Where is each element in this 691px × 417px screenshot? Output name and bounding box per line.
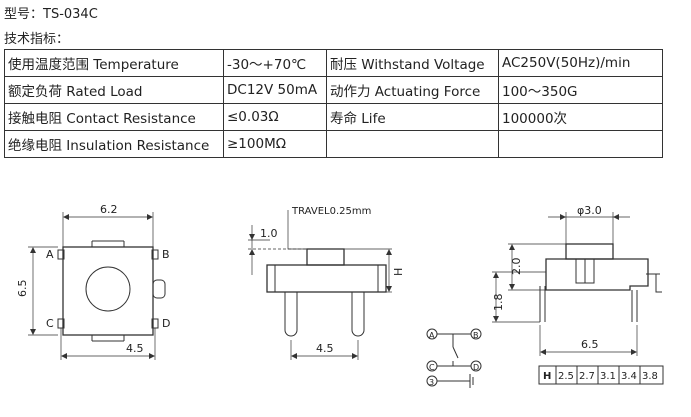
end-width-label: 6.5 bbox=[581, 338, 599, 351]
side-view: TRAVEL0.25mm 1.0 H 4.5 bbox=[248, 206, 405, 360]
spec-cell: -30～+70℃ bbox=[223, 49, 327, 77]
spec-cell: 额定负荷 Rated Load bbox=[4, 76, 224, 104]
spec-cell: 动作力 Actuating Force bbox=[326, 76, 499, 104]
spec-cell: 绝缘电阻 Insulation Resistance bbox=[4, 130, 224, 158]
spec-row: 额定负荷 Rated Load DC12V 50mA 动作力 Actuating… bbox=[4, 76, 663, 104]
spec-cell: 寿命 Life bbox=[326, 103, 499, 131]
spec-cell: 接触电阻 Contact Resistance bbox=[4, 103, 224, 131]
h-option: 2.7 bbox=[579, 371, 595, 382]
spec-cell: AC250V(50Hz)/min bbox=[498, 49, 663, 77]
side-pitch-label: 4.5 bbox=[316, 342, 334, 355]
spec-cell: DC12V 50mA bbox=[223, 76, 327, 104]
spec-cell: 100～350G bbox=[498, 76, 663, 104]
spec-cell: ≥100MΩ bbox=[223, 130, 327, 158]
dim-2-label: 2.0 bbox=[510, 258, 523, 276]
schematic: A B C D 3 bbox=[426, 328, 482, 388]
h-option: 3.4 bbox=[621, 371, 637, 382]
node-c: C bbox=[429, 363, 435, 372]
spec-row: 绝缘电阻 Insulation Resistance ≥100MΩ bbox=[4, 130, 663, 158]
top-height-label: 6.5 bbox=[16, 280, 29, 298]
h-option: 2.5 bbox=[558, 371, 574, 382]
pin-label-d: D bbox=[162, 317, 170, 330]
top-view: 6.2 6.5 4.5 A B C D bbox=[16, 203, 170, 360]
offset-label: 1.0 bbox=[260, 227, 278, 240]
top-pitch-label: 4.5 bbox=[126, 342, 144, 355]
spec-cell: 100000次 bbox=[498, 103, 663, 131]
spec-cell: 使用温度范围 Temperature bbox=[4, 49, 224, 77]
node-b: B bbox=[473, 331, 479, 340]
h-header: H bbox=[543, 371, 551, 382]
spec-heading: 技术指标： bbox=[4, 32, 70, 47]
spec-row: 接触电阻 Contact Resistance ≤0.03Ω 寿命 Life 1… bbox=[4, 103, 663, 131]
height-label: H bbox=[392, 268, 405, 276]
spec-cell: ≤0.03Ω bbox=[223, 103, 327, 131]
spec-table: 使用温度范围 Temperature -30～+70℃ 耐压 Withstand… bbox=[4, 49, 663, 158]
node-d: D bbox=[473, 363, 479, 372]
dim-1-8-label: 1.8 bbox=[492, 294, 505, 312]
pin-label-a: A bbox=[46, 248, 54, 261]
spec-row: 使用温度范围 Temperature -30～+70℃ 耐压 Withstand… bbox=[4, 49, 663, 77]
spec-cell: 耐压 Withstand Voltage bbox=[326, 49, 499, 77]
h-option: 3.8 bbox=[642, 371, 658, 382]
travel-label: TRAVEL0.25mm bbox=[291, 206, 371, 217]
actuator-circle bbox=[85, 266, 131, 312]
end-view: φ3.0 2.0 1.8 6.5 bbox=[492, 204, 662, 356]
spec-cell bbox=[498, 130, 663, 158]
model-number: 型号：TS-034C bbox=[4, 7, 98, 22]
node-3: 3 bbox=[429, 378, 434, 387]
technical-drawing: 6.2 6.5 4.5 A B C D TRAVEL0.25mm 1.0 bbox=[16, 203, 664, 388]
height-options-table: H 2.5 2.7 3.1 3.4 3.8 bbox=[538, 365, 664, 385]
spec-cell bbox=[326, 130, 499, 158]
pin-label-b: B bbox=[162, 248, 170, 261]
diameter-label: φ3.0 bbox=[577, 204, 602, 217]
top-width-label: 6.2 bbox=[100, 203, 118, 216]
pin-label-c: C bbox=[46, 317, 54, 330]
h-option: 3.1 bbox=[600, 371, 616, 382]
node-a: A bbox=[429, 331, 435, 340]
